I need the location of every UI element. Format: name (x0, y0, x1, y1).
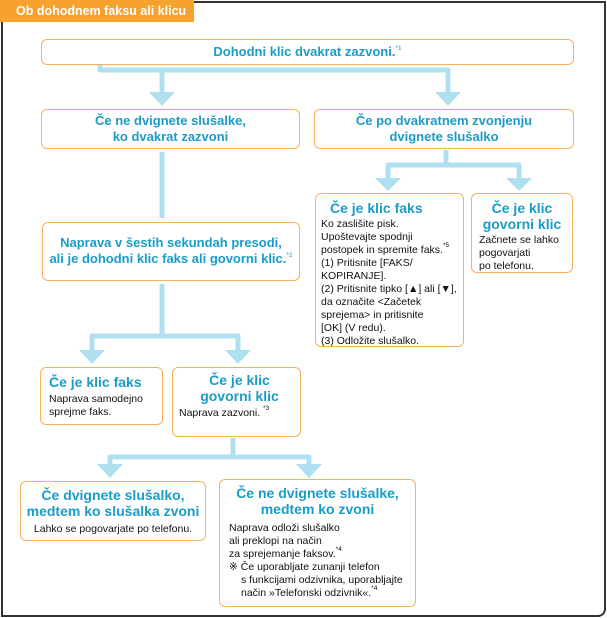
answer-ringing-body: Lahko se pogovarjate po telefonu. (33, 523, 193, 535)
answer-ringing-title-line1: Če dvignete slušalko, (41, 487, 185, 503)
arrow-to-answer-ringing (97, 464, 123, 478)
arrow-to-manual-voice (506, 178, 532, 191)
pickup-title-line2: dvignete slušalko (389, 129, 499, 144)
manual-fax-line: Upoštevajte spodnji (321, 231, 413, 243)
remark-icon: ※ (229, 561, 238, 573)
auto-fax-box: Če je klic faks Naprava samodejno sprejm… (40, 367, 163, 425)
no-answer-title-line2: medtem ko zvoni (260, 501, 375, 517)
connector-start-right (160, 67, 451, 92)
arrow-to-no-answer-ringing (296, 464, 322, 478)
manual-voice-body-line2: pogovarjati (479, 247, 531, 259)
no-answer-body-line1: Naprava odloži slušalko (229, 522, 340, 534)
auto-fax-body-line2: sprejme faks. (49, 406, 112, 418)
detect-title-line1: Naprava v šestih sekundah presodi, (60, 235, 282, 250)
auto-voice-body: Naprava zazvoni. (179, 407, 261, 419)
remark-line1: Če uporabljate zunanji telefon (240, 561, 380, 573)
answer-ringing-box: Če dvignete slušalko, medtem ko slušalka… (20, 481, 206, 541)
arrow-to-pickup-after-two (435, 92, 461, 106)
manual-fax-line: [OK] (V redu). (321, 322, 386, 334)
no-pickup-title-line1: Če ne dvignete slušalke, (94, 113, 246, 128)
connector-right-split (385, 150, 522, 178)
manual-voice-box: Če je klic govorni klic Začnete se lahko… (471, 193, 573, 273)
manual-fax-line: (1) Pritisnite [FAKS/ (321, 257, 413, 269)
detect-box: Naprava v šestih sekundah presodi, ali j… (42, 222, 300, 281)
manual-fax-line: sprejema> in pritisnite (321, 309, 424, 321)
auto-voice-title-line1: Če je klic (209, 372, 270, 388)
answer-ringing-title-line2: medtem ko slušalka zvoni (26, 503, 200, 519)
auto-fax-title: Če je klic faks (49, 374, 142, 390)
manual-fax-line: da označite <Začetek (321, 296, 422, 308)
footnote-ref: *2 (286, 252, 293, 259)
pickup-after-two-box: Če po dvakratnem zvonjenju dvignete sluš… (314, 109, 574, 149)
arrow-to-auto-fax (79, 350, 105, 364)
auto-voice-title-line2: govorni klic (200, 388, 279, 404)
arrow-to-manual-fax (375, 178, 401, 191)
footnote-ref: *1 (395, 45, 402, 52)
detect-title-line2: ali je dohodni klic faks ali govorni kli… (49, 251, 287, 266)
no-pickup-box: Če ne dvignete slušalke, ko dvakrat zazv… (41, 109, 300, 149)
manual-voice-title-line1: Če je klic (491, 200, 553, 216)
manual-voice-body-line3: po telefonu. (479, 260, 534, 272)
arrow-to-auto-voice (225, 350, 251, 364)
manual-fax-title: Če je klic faks (330, 200, 423, 216)
manual-fax-line: (2) Pritisnite tipko [▲] ali [▼], (321, 283, 457, 295)
auto-voice-box: Če je klic govorni klic Naprava zazvoni.… (172, 367, 301, 437)
no-answer-ringing-box: Če ne dvignete slušalke, medtem ko zvoni… (219, 479, 416, 607)
manual-voice-title-line2: govorni klic (482, 216, 562, 232)
connector-detect-split (89, 284, 241, 350)
no-answer-body-line3: za sprejemanje faksov. (229, 548, 336, 560)
manual-fax-line: (3) Odložite slušalko. (321, 335, 420, 347)
remark-line2: s funkcijami odzivnika, uporabljajte (241, 574, 403, 586)
manual-voice-body-line1: Začnete se lahko (479, 234, 559, 246)
footnote-ref: *3 (263, 405, 270, 412)
manual-fax-line: KOPIRANJE]. (321, 270, 387, 282)
no-pickup-title-line2: ko dvakrat zazvoni (112, 129, 229, 144)
connector-voice-split (107, 438, 312, 464)
arrow-to-no-pickup (149, 92, 175, 106)
footnote-ref: *4 (335, 546, 342, 553)
footnote-ref: *4 (371, 585, 378, 592)
no-answer-title-line1: Če ne dvignete slušalke, (236, 485, 399, 501)
connector-start-left (97, 64, 165, 92)
remark-line3: način »Telefonski odzivnik«. (241, 587, 372, 599)
manual-fax-line: Ko zaslišite pisk. (321, 218, 399, 230)
pickup-title-line1: Če po dvakratnem zvonjenju (355, 113, 533, 128)
no-answer-body-line2: ali preklopi na način (229, 535, 322, 547)
start-title: Dohodni klic dvakrat zazvoni. (213, 44, 396, 59)
start-box: Dohodni klic dvakrat zazvoni.*1 (41, 39, 574, 65)
manual-fax-line: postopek in spremite faks. (321, 244, 443, 256)
footnote-ref: *5 (442, 242, 450, 249)
auto-fax-body-line1: Naprava samodejno (49, 393, 143, 405)
section-tab-title: Ob dohodnem faksu ali klicu (0, 0, 194, 22)
manual-fax-box: Če je klic faks Ko zaslišite pisk. Upošt… (315, 193, 464, 347)
